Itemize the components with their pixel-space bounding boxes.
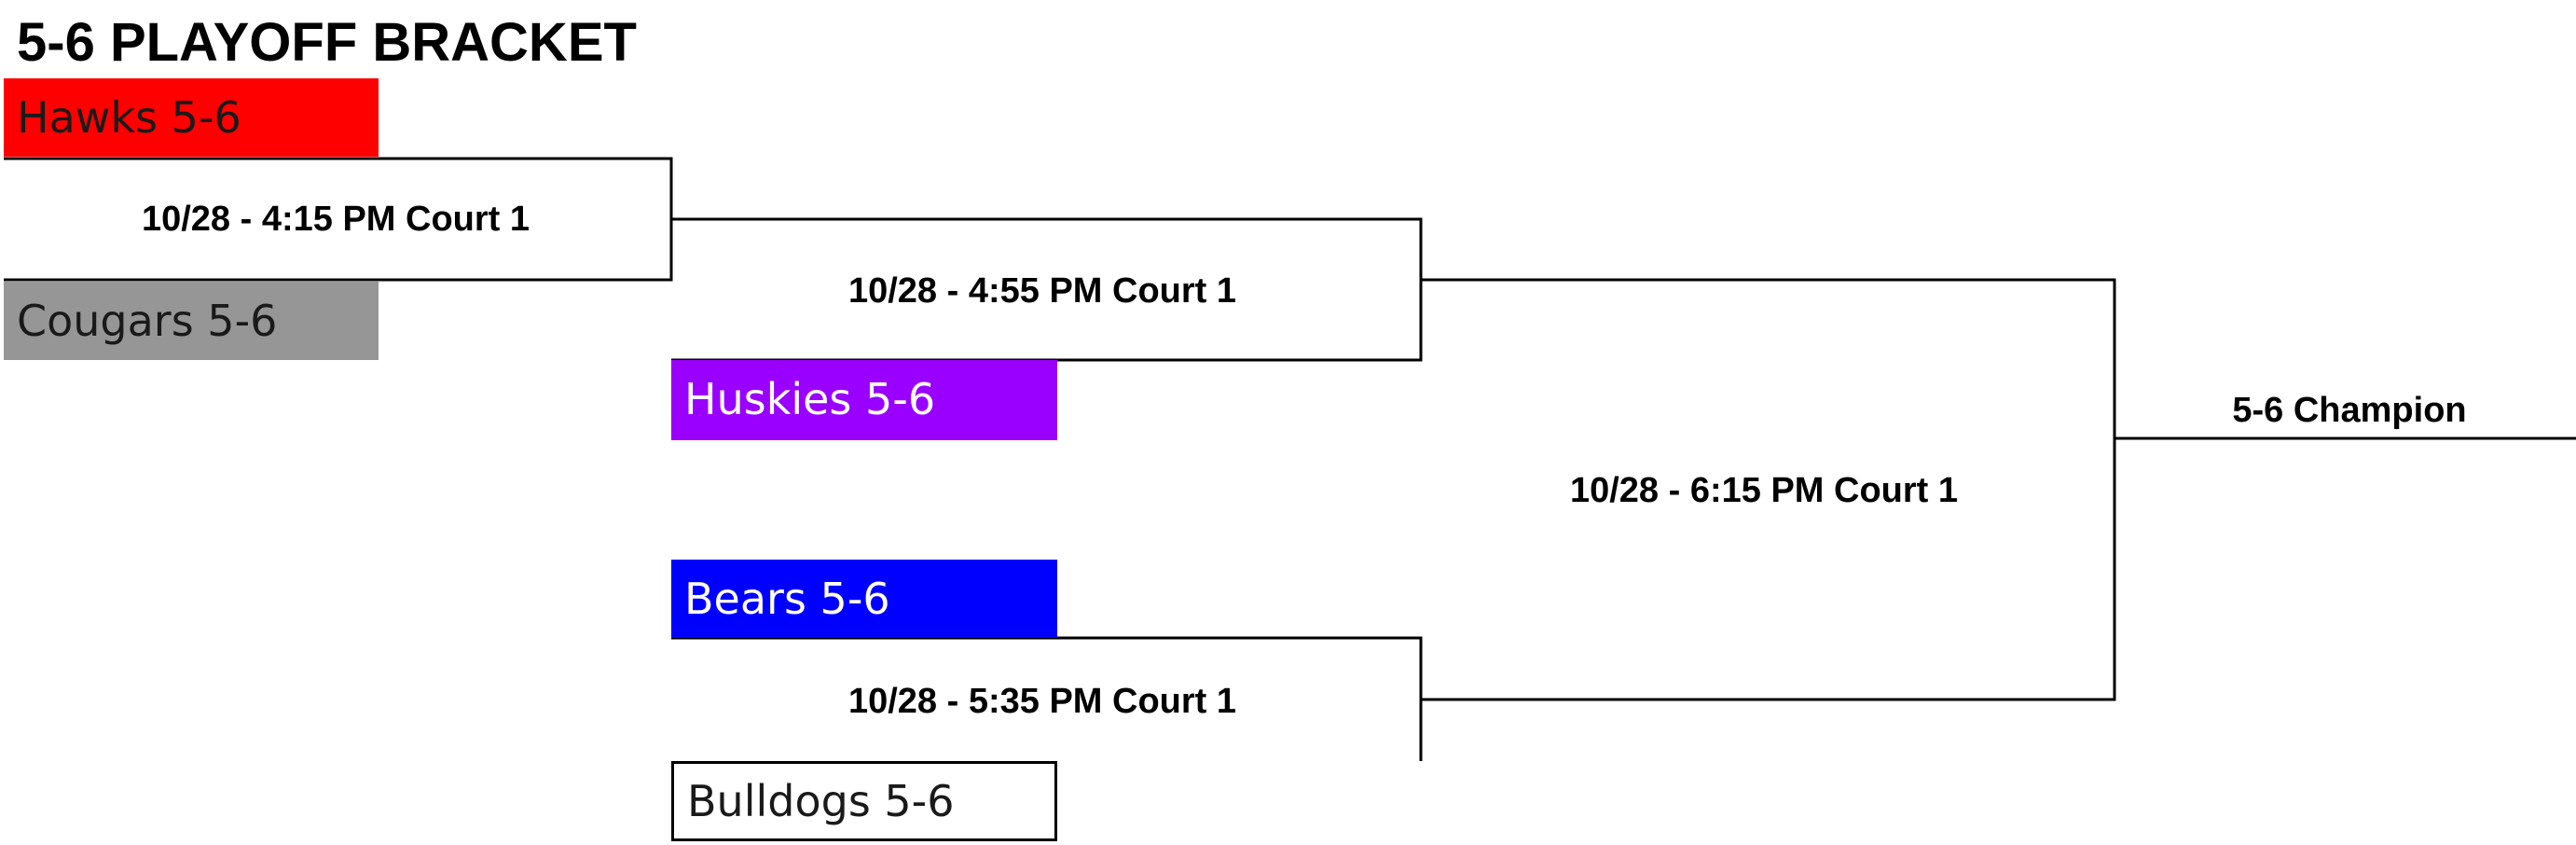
game-1-schedule: 10/28 - 4:15 PM Court 1 — [141, 200, 530, 239]
bracket-game3-connector — [671, 636, 1423, 761]
game-2-schedule: 10/28 - 4:55 PM Court 1 — [847, 271, 1237, 311]
bracket-final-connector — [1421, 278, 2116, 701]
champion-label: 5-6 Champion — [2232, 391, 2467, 430]
team-slot-huskies: Huskies 5-6 — [671, 360, 1057, 440]
game-3-schedule: 10/28 - 5:35 PM Court 1 — [847, 682, 1237, 721]
final-game-schedule: 10/28 - 6:15 PM Court 1 — [1569, 471, 1959, 510]
team-slot-bears: Bears 5-6 — [671, 560, 1057, 638]
bracket-title: 5-6 PLAYOFF BRACKET — [17, 12, 637, 73]
team-slot-hawks: Hawks 5-6 — [4, 78, 379, 157]
team-slot-bulldogs: Bulldogs 5-6 — [671, 761, 1057, 841]
team-slot-cougars: Cougars 5-6 — [4, 282, 379, 360]
